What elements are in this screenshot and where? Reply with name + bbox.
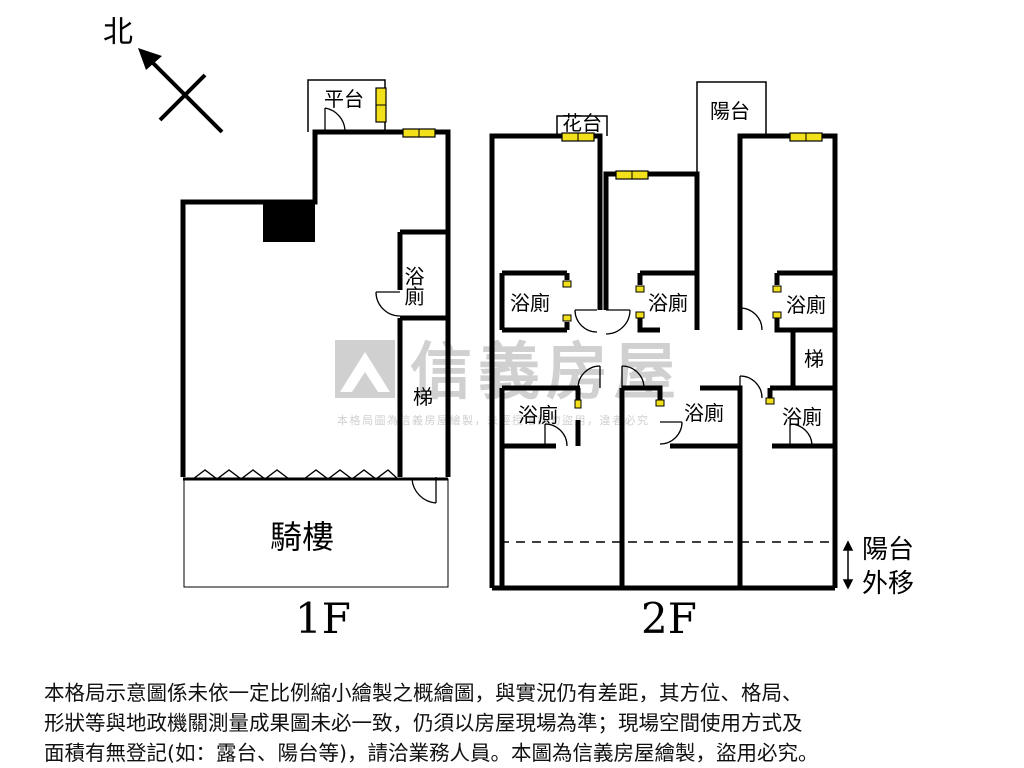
floor1-platform-label: 平台 — [324, 87, 364, 111]
floor2-bath-3-label: 浴廁 — [786, 293, 826, 317]
floor2-balcony-label: 陽台 — [710, 99, 750, 123]
floor2-flower-bed-label: 花台 — [562, 111, 602, 135]
arcade-area — [183, 478, 449, 588]
floor1-bath-label: 浴廁 — [401, 266, 425, 307]
balcony-outline — [696, 81, 767, 172]
floor2-label: 2F — [641, 594, 697, 643]
door-icon — [411, 477, 437, 504]
floor1-plan: 平台 — [180, 79, 451, 643]
floor2-bath-5-label: 浴廁 — [684, 401, 724, 425]
north-arrow-icon — [138, 48, 224, 134]
floor1-arcade-label: 騎樓 — [270, 518, 334, 556]
floor2-bath-6-label: 浴廁 — [782, 405, 822, 429]
compass: 北 — [103, 15, 224, 134]
dimension-arrow-icon — [842, 540, 854, 590]
disclaimer-line: 面積有無登記(如：露台、陽台等)，請洽業務人員。本圖為信義房屋繪製，盜用必究。 — [44, 741, 819, 765]
floor-plan: 北 信義房屋 本格局圖為信義房屋繪製，未經授權請勿盜用，違者必究 平台 — [103, 15, 914, 643]
floor1-label: 1F — [295, 594, 351, 643]
balcony-shift-note-line1: 陽台 — [862, 535, 914, 565]
floor2-bath-2-label: 浴廁 — [648, 291, 688, 315]
compass-north-label: 北 — [103, 15, 133, 50]
column — [263, 202, 315, 242]
flower-bed-outline — [556, 115, 608, 136]
disclaimer: 本格局示意圖係未依一定比例縮小繪製之概繪圖，與實況仍有差距，其方位、格局、 形狀… — [44, 678, 994, 768]
brand-logo-icon — [335, 340, 395, 398]
floor1-stairs-label: 梯 — [413, 385, 433, 409]
disclaimer-line: 形狀等與地政機關測量成果圖未必一致，仍須以房屋現場為準；現場空間使用方式及 — [44, 711, 803, 735]
disclaimer-line: 本格局示意圖係未依一定比例縮小繪製之概繪圖，與實況仍有差距，其方位、格局、 — [44, 681, 803, 705]
floor2-walls — [489, 133, 838, 591]
door-icon — [375, 291, 401, 317]
floor2-bath-1-label: 浴廁 — [510, 291, 550, 315]
floor2-plan: 花台 陽台 — [489, 81, 914, 643]
watermark: 信義房屋 本格局圖為信義房屋繪製，未經授權請勿盜用，違者必究 — [335, 335, 682, 427]
door-icon — [544, 307, 813, 447]
floor2-bath-4-label: 浴廁 — [518, 403, 558, 427]
watermark-brand: 信義房屋 — [410, 335, 682, 408]
floor2-stairs-label: 梯 — [804, 347, 824, 371]
door-icon — [324, 107, 346, 133]
balcony-shift-note-line2: 外移 — [862, 569, 914, 599]
